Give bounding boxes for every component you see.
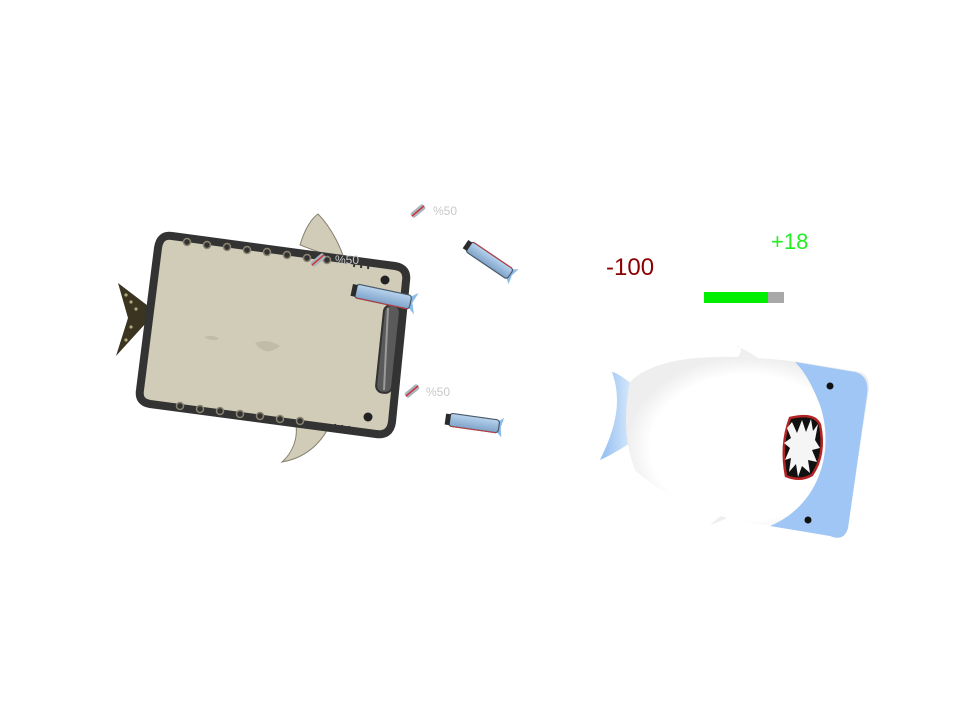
pickup-missile-icon <box>410 204 426 218</box>
pickup-missile-icon <box>310 253 326 267</box>
pickup-label: %50 <box>335 253 360 267</box>
enemy-body <box>626 356 869 538</box>
missile <box>350 283 419 315</box>
enemy-shark[interactable] <box>600 345 869 538</box>
player-tail <box>116 283 156 356</box>
missile <box>444 412 505 438</box>
enemy-health-fill <box>704 292 768 303</box>
missile <box>462 239 519 285</box>
enemy-health-bar <box>704 292 784 303</box>
enemy-eye-bottom <box>804 516 812 524</box>
player-eye-bottom <box>363 412 373 422</box>
player-top-fin <box>299 213 346 263</box>
player-body <box>135 231 411 439</box>
pickup-label: %50 <box>426 385 451 399</box>
pickup-label: %50 <box>433 204 458 218</box>
enemy-eye-top <box>826 382 834 390</box>
player-eye-top <box>380 275 390 285</box>
player-shark[interactable] <box>116 213 411 463</box>
damage-text: -100 <box>606 254 655 281</box>
pickup-missile-icon <box>404 384 420 398</box>
player-bottom-fin <box>280 419 331 463</box>
heal-text: +18 <box>771 229 809 254</box>
enemy-snout <box>770 362 868 538</box>
